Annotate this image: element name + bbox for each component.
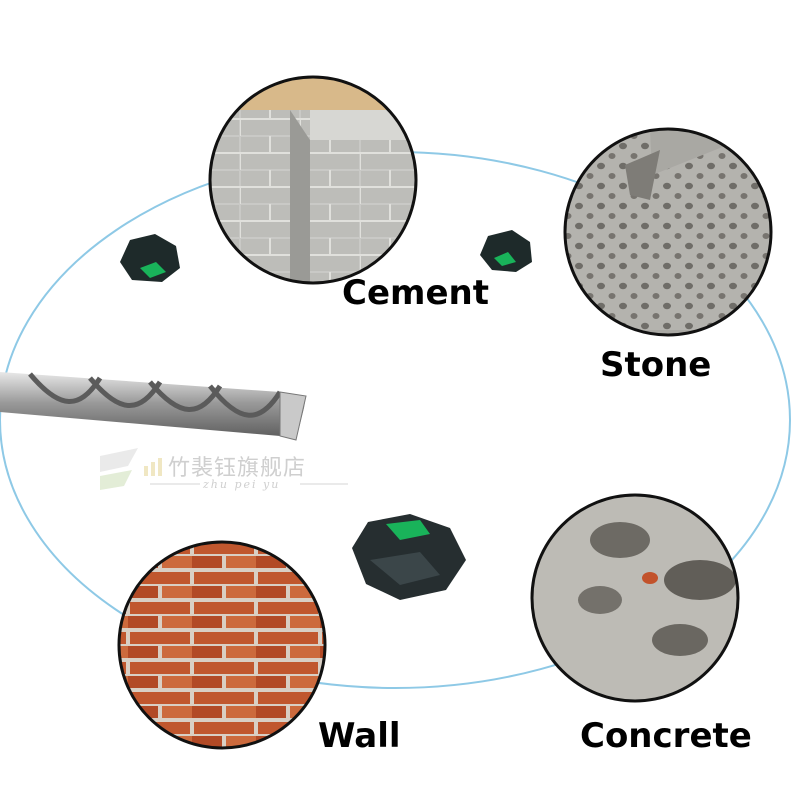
label-cement: Cement	[342, 273, 489, 313]
gemstone-left	[120, 234, 180, 282]
watermark-logo	[100, 448, 162, 490]
concrete-image	[530, 493, 740, 703]
label-wall: Wall	[318, 716, 401, 756]
watermark-title: 竹裴钰旗舰店	[168, 456, 307, 481]
stone-image	[563, 127, 773, 337]
gemstone-center	[480, 230, 532, 272]
label-concrete: Concrete	[580, 716, 752, 756]
gemstone-large	[352, 514, 466, 600]
cement-image	[208, 75, 418, 285]
drill-bit	[0, 372, 307, 441]
wall-image	[117, 540, 327, 750]
watermark-subtitle: zhu pei yu	[203, 478, 281, 491]
label-stone: Stone	[600, 345, 712, 385]
